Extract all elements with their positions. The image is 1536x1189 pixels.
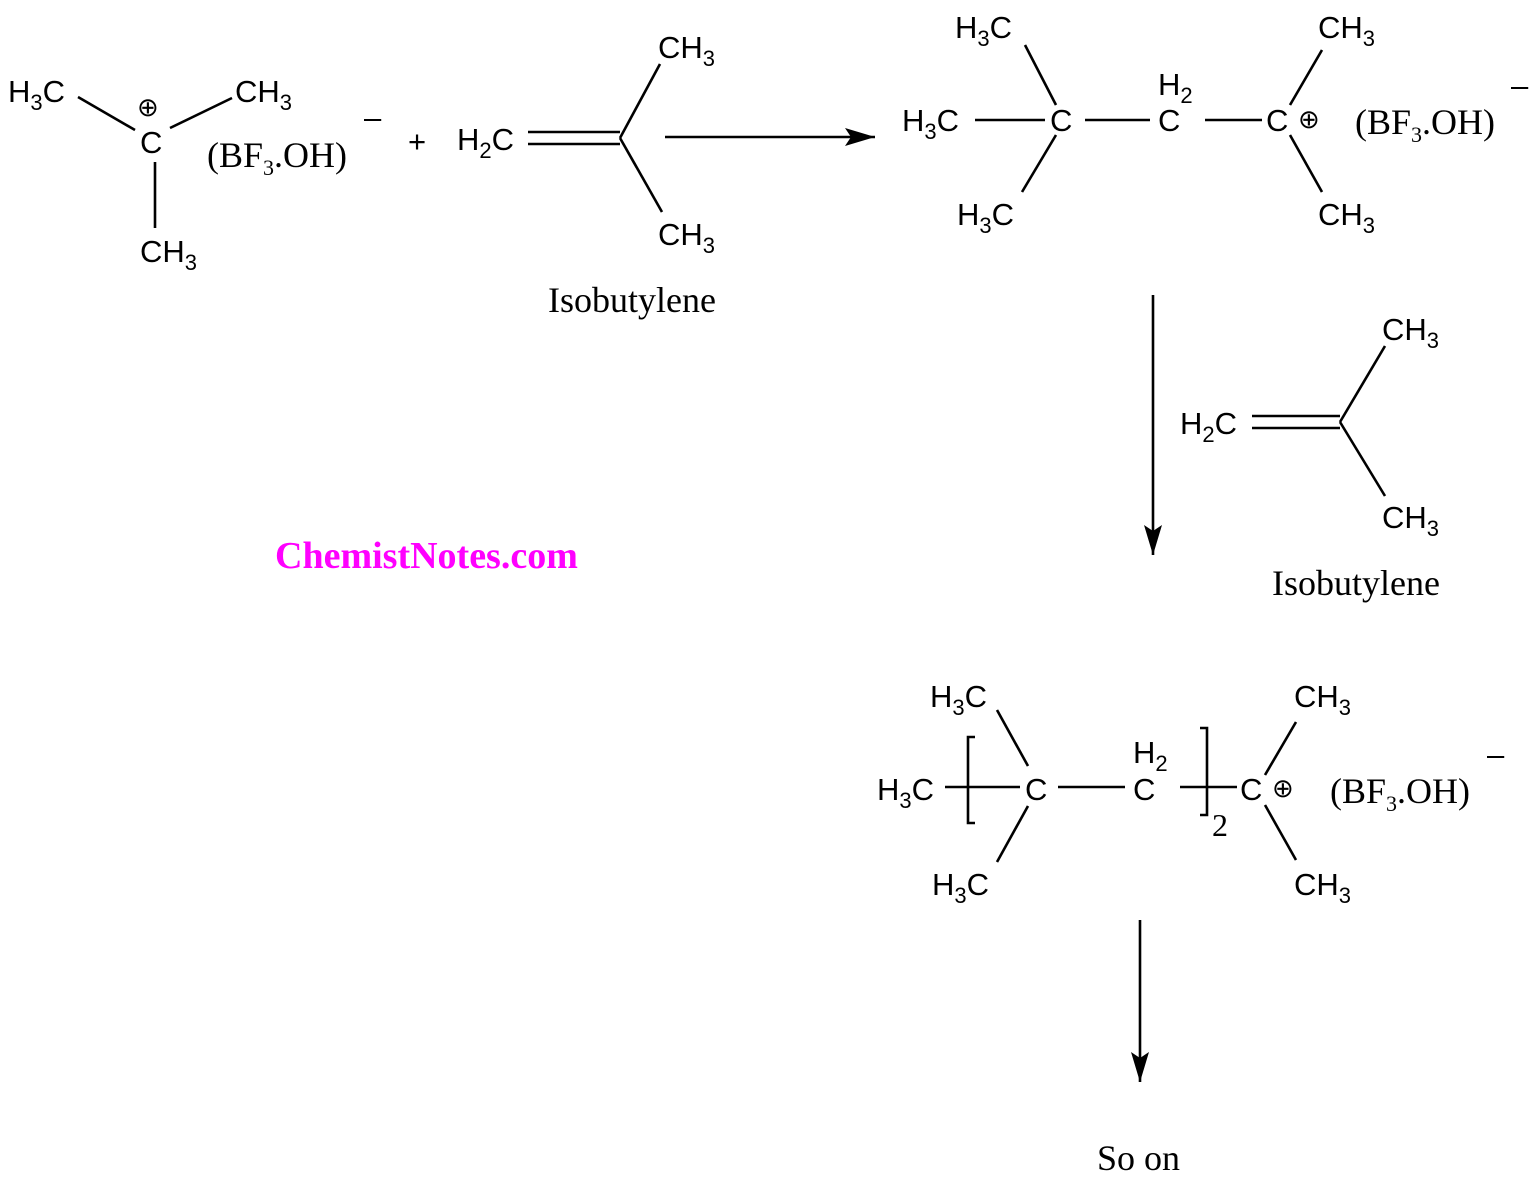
- methyl-group: CH3: [658, 217, 715, 258]
- carbon-atom: C: [1158, 103, 1180, 138]
- counter-ion: (BF3.OH): [1330, 771, 1470, 816]
- methyl-group: CH3: [1382, 500, 1439, 541]
- methyl-group: CH3: [1318, 10, 1375, 51]
- isobutylene-label: Isobutylene: [1272, 563, 1440, 603]
- negative-charge: –: [364, 100, 382, 135]
- methyl-group: H3C: [957, 197, 1014, 238]
- carbon-atom: C: [1266, 103, 1288, 138]
- methyl-group: CH3: [1294, 679, 1351, 720]
- repeat-count: 2: [1212, 807, 1228, 843]
- methyl-group: H3C: [902, 103, 959, 144]
- left-bracket: [966, 735, 975, 825]
- carbon-atom: C: [1240, 772, 1262, 807]
- isobutylene-2: H2C CH3 CH3 Isobutylene: [1180, 312, 1440, 603]
- positive-charge-icon: ⊕: [1272, 773, 1294, 803]
- trimer-cation: H3C H3C H3C C H2 C C ⊕ CH3 CH3 2 (BF3.OH…: [877, 679, 1505, 908]
- positive-charge-icon: ⊕: [137, 92, 159, 122]
- methylene-group: H2C: [1180, 406, 1237, 447]
- counter-ion: (BF3.OH): [1355, 102, 1495, 147]
- methyl-group: CH3: [1318, 197, 1375, 238]
- methylene-group: H2C: [457, 122, 514, 163]
- isobutylene-1: H2C CH3 CH3 Isobutylene: [457, 30, 716, 320]
- hydrogen-label: H2: [1158, 67, 1193, 108]
- counter-ion: (BF3.OH): [207, 135, 347, 180]
- carbon-atom: C: [140, 125, 162, 160]
- methyl-group: CH3: [140, 234, 197, 275]
- carbon-atom: C: [1133, 772, 1155, 807]
- hydrogen-label: H2: [1133, 735, 1168, 776]
- isobutylene-label: Isobutylene: [548, 280, 716, 320]
- plus-sign: +: [408, 124, 426, 159]
- right-bracket: [1200, 726, 1209, 817]
- methyl-group: CH3: [658, 30, 715, 71]
- methyl-group: CH3: [1382, 312, 1439, 353]
- methyl-group: H3C: [955, 10, 1012, 51]
- methyl-group: CH3: [235, 74, 292, 115]
- watermark: ChemistNotes.com: [275, 535, 578, 577]
- methyl-group: CH3: [1294, 867, 1351, 908]
- positive-charge-icon: ⊕: [1298, 104, 1320, 134]
- negative-charge: –: [1487, 737, 1505, 772]
- so-on-label: So on: [1097, 1138, 1180, 1178]
- methyl-group: H3C: [877, 772, 934, 813]
- negative-charge: –: [1511, 68, 1529, 103]
- carbon-atom: C: [1050, 103, 1072, 138]
- methyl-group: H3C: [930, 679, 987, 720]
- methyl-group: H3C: [8, 74, 65, 115]
- tert-butyl-cation: H3C CH3 ⊕ C CH3 (BF3.OH) –: [8, 74, 382, 275]
- methyl-group: H3C: [932, 867, 989, 908]
- dimer-cation: H3C H3C H3C C H2 C C ⊕ CH3 CH3 (BF3.OH) …: [902, 10, 1529, 238]
- carbon-atom: C: [1025, 772, 1047, 807]
